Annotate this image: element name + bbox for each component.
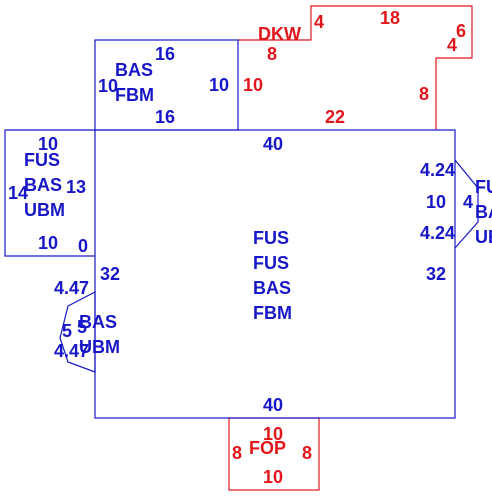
- fop-dim-bottom: 10: [263, 467, 283, 487]
- dkw-dim-c: 18: [380, 8, 400, 28]
- fop-dim-top: 10: [263, 424, 283, 444]
- left-bay-dim-depth: 5: [77, 317, 87, 337]
- left-bay-code-2: UBM: [79, 337, 120, 357]
- right-bay-dim-depth: 10: [426, 192, 446, 212]
- dkw-dim-a: 8: [267, 44, 277, 64]
- upper-left-box-dim-top: 16: [155, 44, 175, 64]
- main-area-code-4: FBM: [253, 303, 292, 323]
- right-bay-code-2: BA: [475, 202, 492, 222]
- main-area-code-2: FUS: [253, 253, 289, 273]
- right-bay-dim-face: 4: [463, 192, 473, 212]
- left-box-outline: [4, 129, 95, 257]
- main-area-dim-top: 40: [263, 134, 283, 154]
- left-bay-outline: [59, 291, 96, 373]
- dkw-dim-e: 4: [447, 35, 457, 55]
- fop-code: FOP: [249, 438, 286, 458]
- upper-left-box-outline: [94, 39, 239, 131]
- right-bay-code-3: UB: [475, 227, 492, 247]
- dkw-dim-f: 8: [419, 84, 429, 104]
- right-bay-dim-upper: 4.24: [420, 160, 455, 180]
- main-area-code-3: BAS: [253, 278, 291, 298]
- upper-left-box-dim-bottom: 16: [155, 107, 175, 127]
- main-area-dim-right: 32: [426, 264, 446, 284]
- left-box-code-2: BAS: [24, 175, 62, 195]
- left-box-code-1: FUS: [24, 150, 60, 170]
- left-bay-code-1: BAS: [79, 312, 117, 332]
- upper-left-box-dim-right: 10: [209, 75, 229, 95]
- right-bay-dim-lower: 4.24: [420, 223, 455, 243]
- left-box-dim-top: 10: [38, 134, 58, 154]
- dkw-code: DKW: [258, 24, 301, 44]
- left-box-dim-left: 14: [8, 183, 28, 203]
- main-area-dim-left: 32: [100, 264, 120, 284]
- upper-left-box-dim-left: 10: [98, 76, 118, 96]
- left-box-dim-bottom: 10: [38, 233, 58, 253]
- left-bay-dim-lower: 4.47: [54, 341, 89, 361]
- dkw-dim-b: 4: [314, 12, 324, 32]
- left-bay-dim-face: 5: [62, 321, 72, 341]
- main-area-code-1: FUS: [253, 228, 289, 248]
- left-box-dim-right: 13: [66, 177, 86, 197]
- fop-dim-left: 8: [232, 443, 242, 463]
- dkw-outline: [238, 5, 473, 130]
- main-area-dim-bottom: 40: [263, 395, 283, 415]
- left-bay-dim-upper: 4.47: [54, 278, 89, 298]
- fop-dim-right: 8: [302, 443, 312, 463]
- main-area-outline: [94, 129, 456, 419]
- dkw-dim-g: 22: [325, 107, 345, 127]
- left-box-code-3: UBM: [24, 200, 65, 220]
- left-box-dim-notch: 0: [78, 236, 88, 256]
- dkw-dim-d: 6: [456, 21, 466, 41]
- dkw-dim-h: 10: [243, 75, 263, 95]
- right-bay-outline: [454, 159, 479, 249]
- upper-left-box-code-2: FBM: [115, 85, 154, 105]
- right-bay-code-1: FU: [475, 177, 492, 197]
- upper-left-box-code-1: BAS: [115, 60, 153, 80]
